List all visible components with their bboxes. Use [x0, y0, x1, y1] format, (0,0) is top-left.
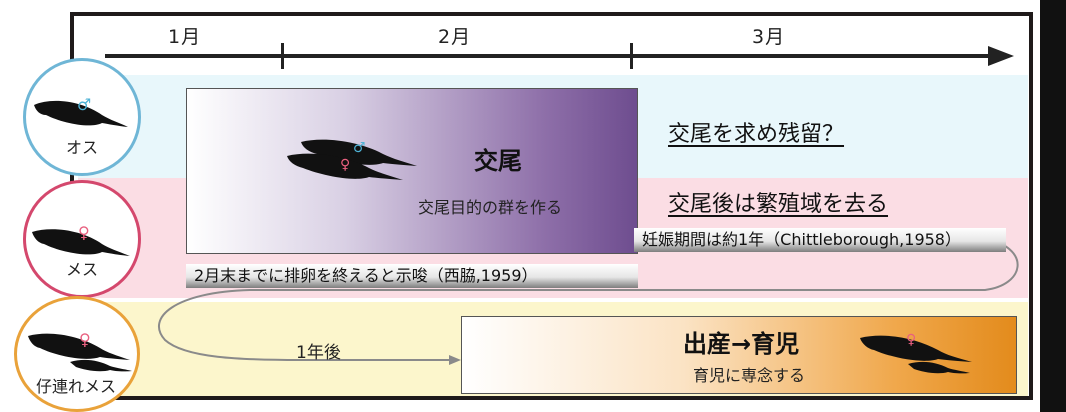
mating-subtitle: 交尾目的の群を作る: [418, 198, 563, 217]
right-edge-bar: [1040, 0, 1066, 412]
female-label: メス: [65, 260, 98, 279]
female-leave-note: 交尾後は繁殖域を去る: [668, 192, 889, 217]
mating-whales-icon: [287, 139, 417, 180]
birth-female-symbol: ♀: [906, 332, 917, 348]
birth-subtitle: 育児に専念する: [693, 366, 806, 385]
male-label: オス: [65, 138, 98, 157]
whale-with-calf-icon: [28, 333, 132, 372]
month-label-mar: 3月: [752, 26, 786, 48]
gestation-note: 妊娠期間は約1年（Chittleborough,1958）: [634, 228, 1006, 252]
mother-calf-whale-icon: [860, 335, 972, 374]
calf-female-label: 仔連れメス: [35, 377, 116, 396]
mating-female-symbol: ♀: [340, 157, 351, 173]
month-label-feb: 2月: [438, 26, 472, 48]
one-year-label: 1年後: [296, 343, 341, 363]
ovulation-note: 2月末までに排卵を終えると示唆（西脇,1959）: [186, 264, 638, 288]
calf-female-symbol: ♀: [79, 330, 91, 349]
tick-mar: [630, 43, 633, 69]
whale-icon: [34, 100, 128, 127]
month-label-jan: 1月: [168, 26, 202, 48]
whale-icon: [32, 229, 130, 256]
birth-title: 出産→育児: [683, 330, 800, 358]
female-symbol: ♀: [78, 223, 90, 242]
male-stay-note: 交尾を求め残留？: [668, 122, 845, 147]
male-symbol: ♂: [77, 95, 92, 114]
birth-box: [461, 316, 1017, 394]
mating-title: 交尾: [474, 147, 522, 175]
mating-male-symbol: ♂: [353, 140, 366, 156]
tick-feb: [281, 43, 284, 69]
